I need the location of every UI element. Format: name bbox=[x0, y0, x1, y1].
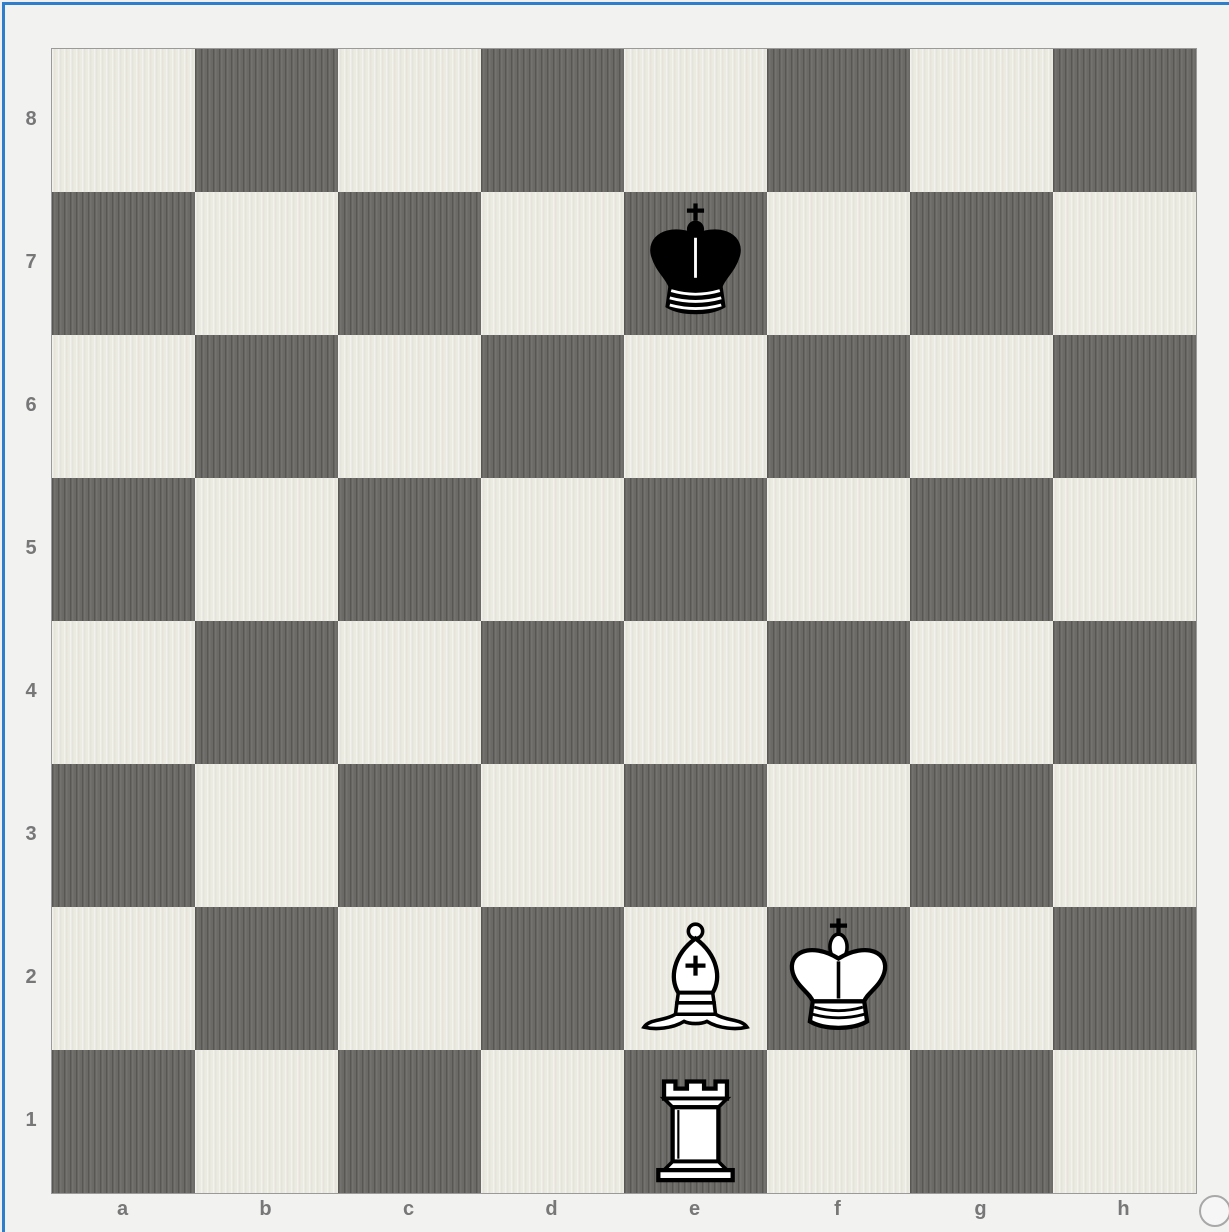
file-label: d bbox=[480, 1198, 623, 1221]
square-g7[interactable] bbox=[910, 192, 1053, 335]
square-d4[interactable] bbox=[481, 621, 624, 764]
square-h3[interactable] bbox=[1053, 764, 1196, 907]
square-c7[interactable] bbox=[338, 192, 481, 335]
corner-circle-icon[interactable] bbox=[1199, 1195, 1229, 1227]
square-f3[interactable] bbox=[767, 764, 910, 907]
square-b8[interactable] bbox=[195, 49, 338, 192]
rank-label: 7 bbox=[18, 251, 44, 274]
square-d5[interactable] bbox=[481, 478, 624, 621]
square-h8[interactable] bbox=[1053, 49, 1196, 192]
square-f2[interactable] bbox=[767, 907, 910, 1050]
white-rook-icon[interactable] bbox=[624, 1050, 767, 1193]
square-f6[interactable] bbox=[767, 335, 910, 478]
square-e8[interactable] bbox=[624, 49, 767, 192]
file-label: g bbox=[909, 1198, 1052, 1221]
rank-label: 8 bbox=[18, 108, 44, 131]
black-king-icon[interactable] bbox=[624, 192, 767, 335]
square-d8[interactable] bbox=[481, 49, 624, 192]
square-c5[interactable] bbox=[338, 478, 481, 621]
square-g4[interactable] bbox=[910, 621, 1053, 764]
square-c1[interactable] bbox=[338, 1050, 481, 1193]
square-h5[interactable] bbox=[1053, 478, 1196, 621]
square-a7[interactable] bbox=[52, 192, 195, 335]
file-label: e bbox=[623, 1198, 766, 1221]
square-b5[interactable] bbox=[195, 478, 338, 621]
square-g3[interactable] bbox=[910, 764, 1053, 907]
rank-label: 4 bbox=[18, 680, 44, 703]
file-label: f bbox=[766, 1198, 909, 1221]
rank-label: 2 bbox=[18, 966, 44, 989]
square-d7[interactable] bbox=[481, 192, 624, 335]
square-f8[interactable] bbox=[767, 49, 910, 192]
square-a1[interactable] bbox=[52, 1050, 195, 1193]
square-a6[interactable] bbox=[52, 335, 195, 478]
square-e1[interactable] bbox=[624, 1050, 767, 1193]
square-b4[interactable] bbox=[195, 621, 338, 764]
square-b7[interactable] bbox=[195, 192, 338, 335]
file-label: a bbox=[51, 1198, 194, 1221]
square-e2[interactable] bbox=[624, 907, 767, 1050]
square-d2[interactable] bbox=[481, 907, 624, 1050]
file-label: c bbox=[337, 1198, 480, 1221]
square-g6[interactable] bbox=[910, 335, 1053, 478]
file-label: b bbox=[194, 1198, 337, 1221]
square-b3[interactable] bbox=[195, 764, 338, 907]
rank-label: 3 bbox=[18, 823, 44, 846]
square-a8[interactable] bbox=[52, 49, 195, 192]
square-a3[interactable] bbox=[52, 764, 195, 907]
square-h4[interactable] bbox=[1053, 621, 1196, 764]
square-h2[interactable] bbox=[1053, 907, 1196, 1050]
square-e7[interactable] bbox=[624, 192, 767, 335]
square-a2[interactable] bbox=[52, 907, 195, 1050]
square-d1[interactable] bbox=[481, 1050, 624, 1193]
rank-label: 6 bbox=[18, 394, 44, 417]
square-a5[interactable] bbox=[52, 478, 195, 621]
square-c6[interactable] bbox=[338, 335, 481, 478]
square-c4[interactable] bbox=[338, 621, 481, 764]
square-c2[interactable] bbox=[338, 907, 481, 1050]
square-g5[interactable] bbox=[910, 478, 1053, 621]
rank-label: 5 bbox=[18, 537, 44, 560]
square-f5[interactable] bbox=[767, 478, 910, 621]
square-h6[interactable] bbox=[1053, 335, 1196, 478]
square-f4[interactable] bbox=[767, 621, 910, 764]
chessboard[interactable] bbox=[51, 48, 1197, 1194]
square-f1[interactable] bbox=[767, 1050, 910, 1193]
square-e3[interactable] bbox=[624, 764, 767, 907]
square-d3[interactable] bbox=[481, 764, 624, 907]
square-g1[interactable] bbox=[910, 1050, 1053, 1193]
white-king-icon[interactable] bbox=[767, 907, 910, 1050]
square-b2[interactable] bbox=[195, 907, 338, 1050]
file-label: h bbox=[1052, 1198, 1195, 1221]
square-b1[interactable] bbox=[195, 1050, 338, 1193]
square-g2[interactable] bbox=[910, 907, 1053, 1050]
square-c8[interactable] bbox=[338, 49, 481, 192]
rank-label: 1 bbox=[18, 1109, 44, 1132]
square-h1[interactable] bbox=[1053, 1050, 1196, 1193]
square-d6[interactable] bbox=[481, 335, 624, 478]
square-g8[interactable] bbox=[910, 49, 1053, 192]
square-b6[interactable] bbox=[195, 335, 338, 478]
square-h7[interactable] bbox=[1053, 192, 1196, 335]
square-e5[interactable] bbox=[624, 478, 767, 621]
square-e6[interactable] bbox=[624, 335, 767, 478]
square-e4[interactable] bbox=[624, 621, 767, 764]
square-a4[interactable] bbox=[52, 621, 195, 764]
white-bishop-icon[interactable] bbox=[624, 907, 767, 1050]
square-c3[interactable] bbox=[338, 764, 481, 907]
square-f7[interactable] bbox=[767, 192, 910, 335]
